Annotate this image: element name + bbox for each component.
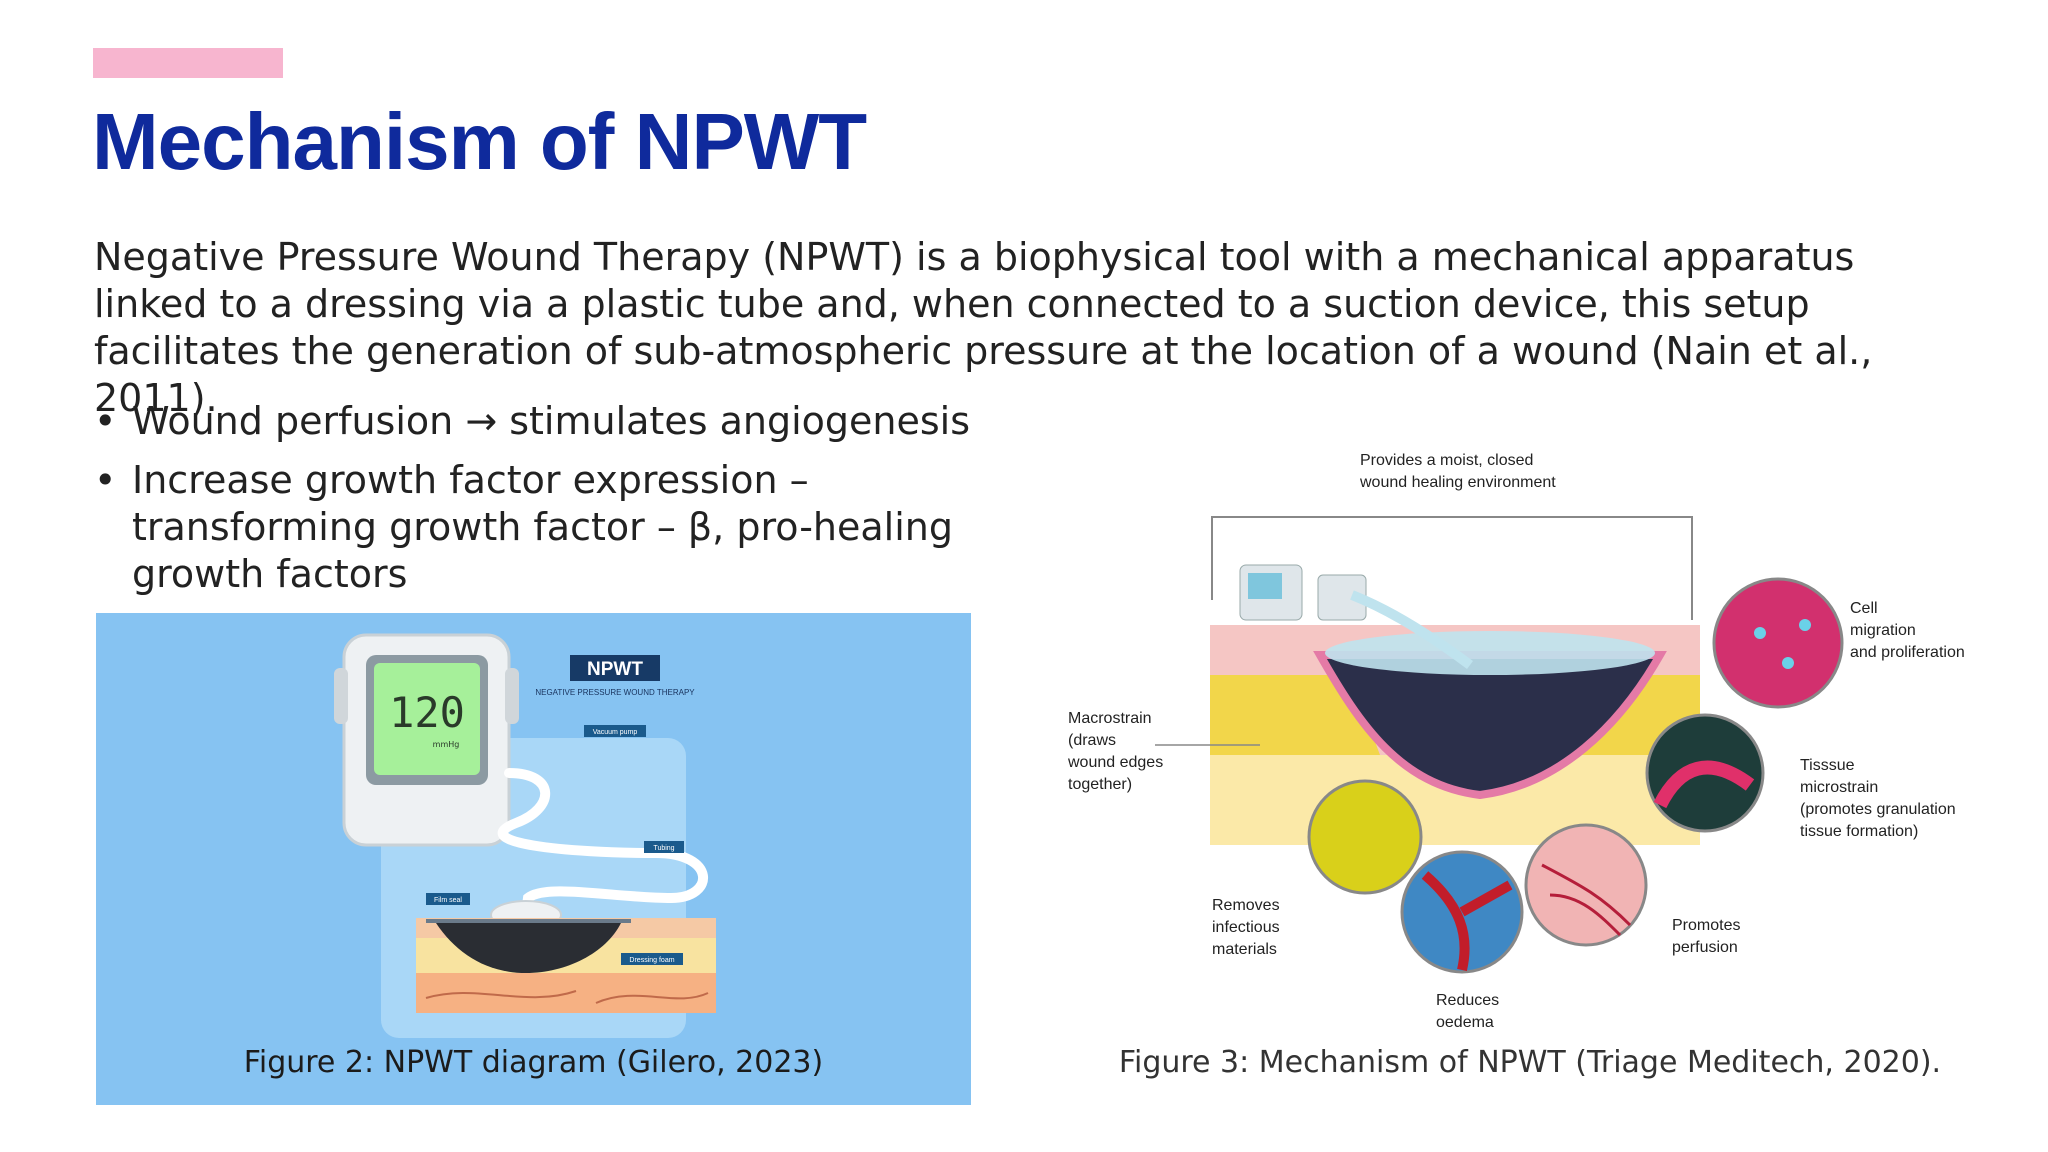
bullet-list: Wound perfusion → stimulates angiogenesi… bbox=[94, 398, 1014, 610]
label-oedema: Reduces oedema bbox=[1436, 992, 1504, 1031]
foam-in-wound bbox=[1313, 651, 1667, 800]
bullet-item: Wound perfusion → stimulates angiogenesi… bbox=[94, 398, 1014, 445]
label-microstrain: Tisssue microstrain (promotes granulatio… bbox=[1800, 757, 1960, 840]
circle-perfusion bbox=[1524, 823, 1648, 947]
label-foam: Dressing foam bbox=[629, 957, 674, 964]
npwt-subtitle: NEGATIVE PRESSURE WOUND THERAPY bbox=[535, 688, 695, 697]
intro-paragraph: Negative Pressure Wound Therapy (NPWT) i… bbox=[94, 235, 1873, 420]
npwt-device-illustration: 120 mmHg NPWT NEGATIVE PRESSURE WOUND TH… bbox=[334, 633, 716, 1038]
figure-2-npwt-diagram: 120 mmHg NPWT NEGATIVE PRESSURE WOUND TH… bbox=[96, 613, 971, 1105]
label-macrostrain: Macrostrain (draws wound edges together) bbox=[1067, 710, 1168, 793]
svg-text:NPWT: NPWT bbox=[587, 659, 643, 680]
pump-display bbox=[374, 663, 480, 775]
slide-title: Mechanism of NPWT bbox=[92, 97, 867, 186]
label-film: Film seal bbox=[434, 897, 462, 904]
label-infectious: Removes infectious materials bbox=[1212, 897, 1284, 958]
bullet-item: Increase growth factor expression – tran… bbox=[94, 457, 1014, 598]
npwt-badge bbox=[570, 655, 660, 681]
label-tubing: Tubing bbox=[653, 845, 674, 852]
label-perfusion: Promotes perfusion bbox=[1672, 917, 1745, 956]
label-cell-migration: Cell migration and proliferation bbox=[1850, 600, 1965, 661]
circle-infectious bbox=[1307, 779, 1423, 895]
label-pump: Vacuum pump bbox=[593, 729, 638, 736]
circle-cell-migration bbox=[1712, 577, 1844, 709]
figure-3-mechanism-diagram: Provides a moist, closed wound healing e… bbox=[1067, 452, 1965, 1031]
accent-bar bbox=[93, 48, 283, 78]
pressure-unit: mmHg bbox=[433, 740, 460, 749]
bracket-line bbox=[1211, 516, 1693, 620]
figure-2-caption: Figure 2: NPWT diagram (Gilero, 2023) bbox=[243, 1045, 824, 1080]
fat-layer bbox=[1210, 675, 1380, 755]
tube bbox=[1350, 590, 1473, 670]
drape bbox=[1325, 631, 1655, 675]
figure-3-caption: Figure 3: Mechanism of NPWT (Triage Medi… bbox=[1118, 1045, 1942, 1080]
label-moist-environment: Provides a moist, closed wound healing e… bbox=[1359, 452, 1556, 491]
dressing-foam bbox=[436, 923, 621, 973]
pressure-value: 120 bbox=[389, 688, 465, 737]
